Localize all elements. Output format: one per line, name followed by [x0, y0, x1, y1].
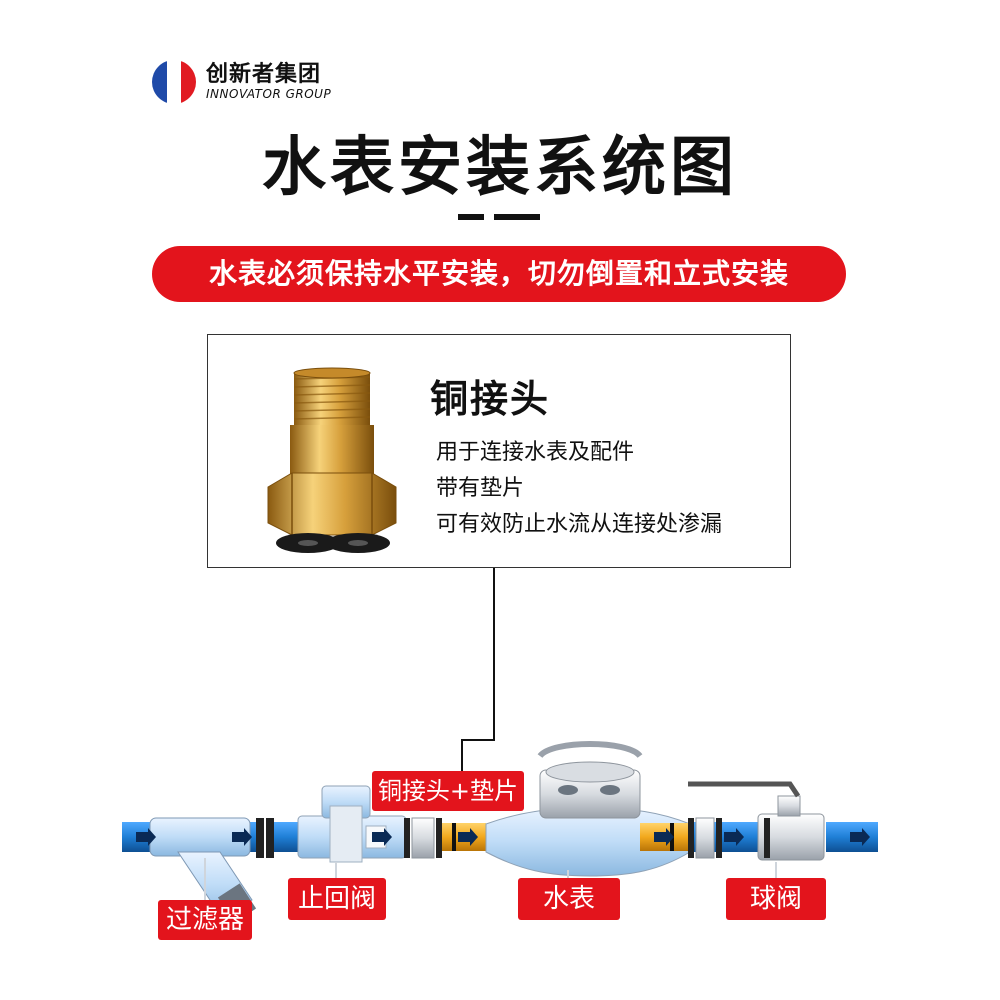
ball-valve-body [688, 781, 825, 861]
brand-logo: 创新者集团 INNOVATOR GROUP [152, 60, 331, 104]
info-lines: 用于连接水表及配件 带有垫片 可有效防止水流从连接处渗漏 [436, 435, 722, 543]
brand-name-cn: 创新者集团 [206, 62, 322, 87]
france-flag-icon [152, 60, 196, 104]
coupling-ring [404, 817, 442, 859]
leader-line [461, 568, 495, 772]
connector-info-box: 铜接头 用于连接水表及配件 带有垫片 可有效防止水流从连接处渗漏 [207, 334, 791, 568]
check-valve-body [297, 785, 407, 863]
coupling-ring [688, 817, 722, 859]
page-title: 水表安装系统图 [262, 131, 738, 205]
info-line: 带有垫片 [436, 476, 525, 501]
coupling-ring [256, 818, 274, 858]
title-dash-right [494, 214, 540, 220]
label-filter: 过滤器 [158, 900, 252, 940]
pipeline-diagram [122, 568, 878, 923]
title-dash-left [458, 214, 484, 220]
info-title: 铜接头 [430, 377, 551, 421]
info-line: 可有效防止水流从连接处渗漏 [436, 512, 723, 537]
pipe-segment [270, 822, 300, 852]
valve-handle [688, 781, 801, 798]
warning-banner: 水表必须保持水平安装，切勿倒置和立式安装 [152, 246, 846, 302]
brand-text: 创新者集团 INNOVATOR GROUP [206, 62, 332, 102]
water-meter-body [485, 741, 691, 877]
label-connector-gasket: 铜接头+垫片 [372, 771, 524, 811]
brand-name-en: INNOVATOR GROUP [206, 87, 332, 101]
label-check-valve: 止回阀 [288, 878, 386, 920]
info-line: 用于连接水表及配件 [436, 440, 635, 465]
label-ball-valve: 球阀 [726, 878, 826, 920]
flow-arrow-icon [136, 828, 870, 846]
brass-fitting-icon [267, 367, 397, 553]
label-water-meter: 水表 [518, 878, 620, 920]
